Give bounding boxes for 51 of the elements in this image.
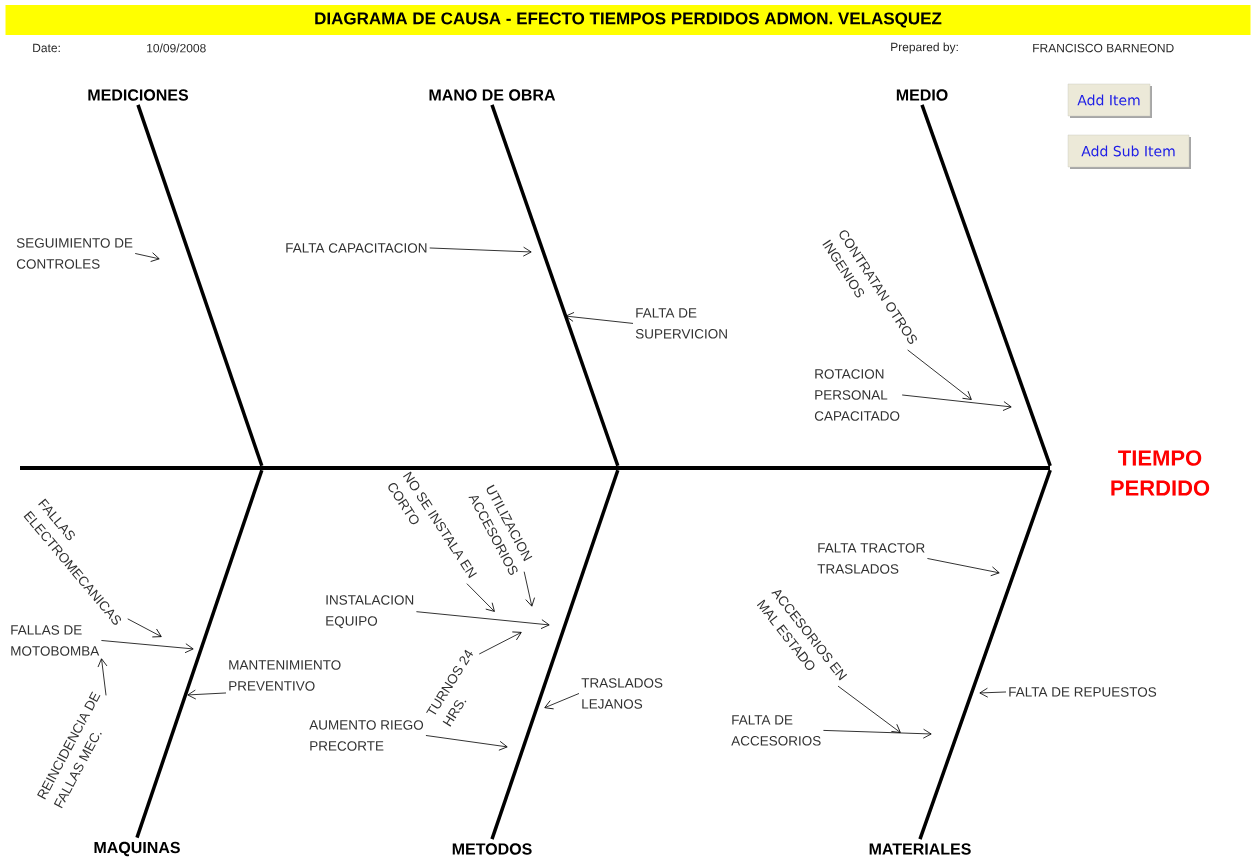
cause-label: AUMENTO RIEGO PRECORTE xyxy=(309,720,424,751)
bone-line xyxy=(135,469,264,839)
category-heading: MAQUINAS xyxy=(94,841,180,857)
button: Add Item xyxy=(1067,83,1152,118)
arrow xyxy=(416,611,550,629)
button: Add Sub Item xyxy=(1067,134,1191,169)
arrow xyxy=(837,685,901,733)
arrow xyxy=(127,618,162,638)
category-heading: MATERIALES xyxy=(869,843,971,855)
cause-label: SEGUIMIENTO DE CONTROLES xyxy=(16,238,133,269)
arrow xyxy=(134,252,160,262)
arrow xyxy=(523,571,535,607)
cause-label: FALTA DE REPUESTOS xyxy=(1009,687,1157,697)
arrow xyxy=(466,583,495,612)
cause-label: ROTACION PERSONAL CAPACITADO xyxy=(814,369,900,421)
header-text: 10/09/2008 xyxy=(147,43,206,53)
bone-line xyxy=(490,104,620,467)
arrow xyxy=(565,312,634,324)
cause-label: FALLAS DE MOTOBOMBA xyxy=(11,625,100,656)
cause-label: INSTALACION EQUIPO xyxy=(326,595,414,629)
cause-label: FALTA DE SUPERVICION xyxy=(635,308,727,339)
cause-label: FALTA TRACTOR TRASLADOS xyxy=(817,543,925,574)
arrow xyxy=(979,687,1007,698)
effect-label: TIEMPO PERDIDO xyxy=(1111,450,1210,496)
cause-label: MANTENIMIENTO PREVENTIVO xyxy=(229,660,341,691)
cause-label: FALTA CAPACITACION xyxy=(286,243,427,253)
arrow xyxy=(429,246,532,257)
category-heading: MEDIO xyxy=(896,89,948,101)
category-heading: MEDICIONES xyxy=(88,89,189,101)
arrow xyxy=(927,558,1000,577)
category-heading: METODOS xyxy=(452,843,532,855)
arrow xyxy=(425,735,508,751)
arrow xyxy=(823,728,932,739)
arrow xyxy=(478,631,522,655)
header-text: Date: xyxy=(33,43,60,53)
title-banner: DIAGRAMA DE CAUSA - EFECTO TIEMPOS PERDIDOS ADMON. VELASQUEZ xyxy=(5,5,1251,35)
arrow xyxy=(101,640,194,654)
arrow xyxy=(901,394,1012,411)
bone-line xyxy=(920,104,1052,467)
bone-line xyxy=(918,469,1052,840)
arrow xyxy=(544,693,580,710)
arrow xyxy=(907,349,972,400)
header-text: FRANCISCO BARNEOND xyxy=(1033,43,1174,53)
cause-label: FALTA DE ACCESORIOS xyxy=(731,715,821,746)
bone-line xyxy=(136,104,264,467)
arrow xyxy=(97,658,108,696)
bone-line xyxy=(490,469,620,840)
category-heading: MANO DE OBRA xyxy=(429,89,556,101)
arrow xyxy=(187,689,227,700)
cause-label: TRASLADOS LEJANOS xyxy=(581,678,663,709)
header-text: Prepared by: xyxy=(891,42,958,54)
